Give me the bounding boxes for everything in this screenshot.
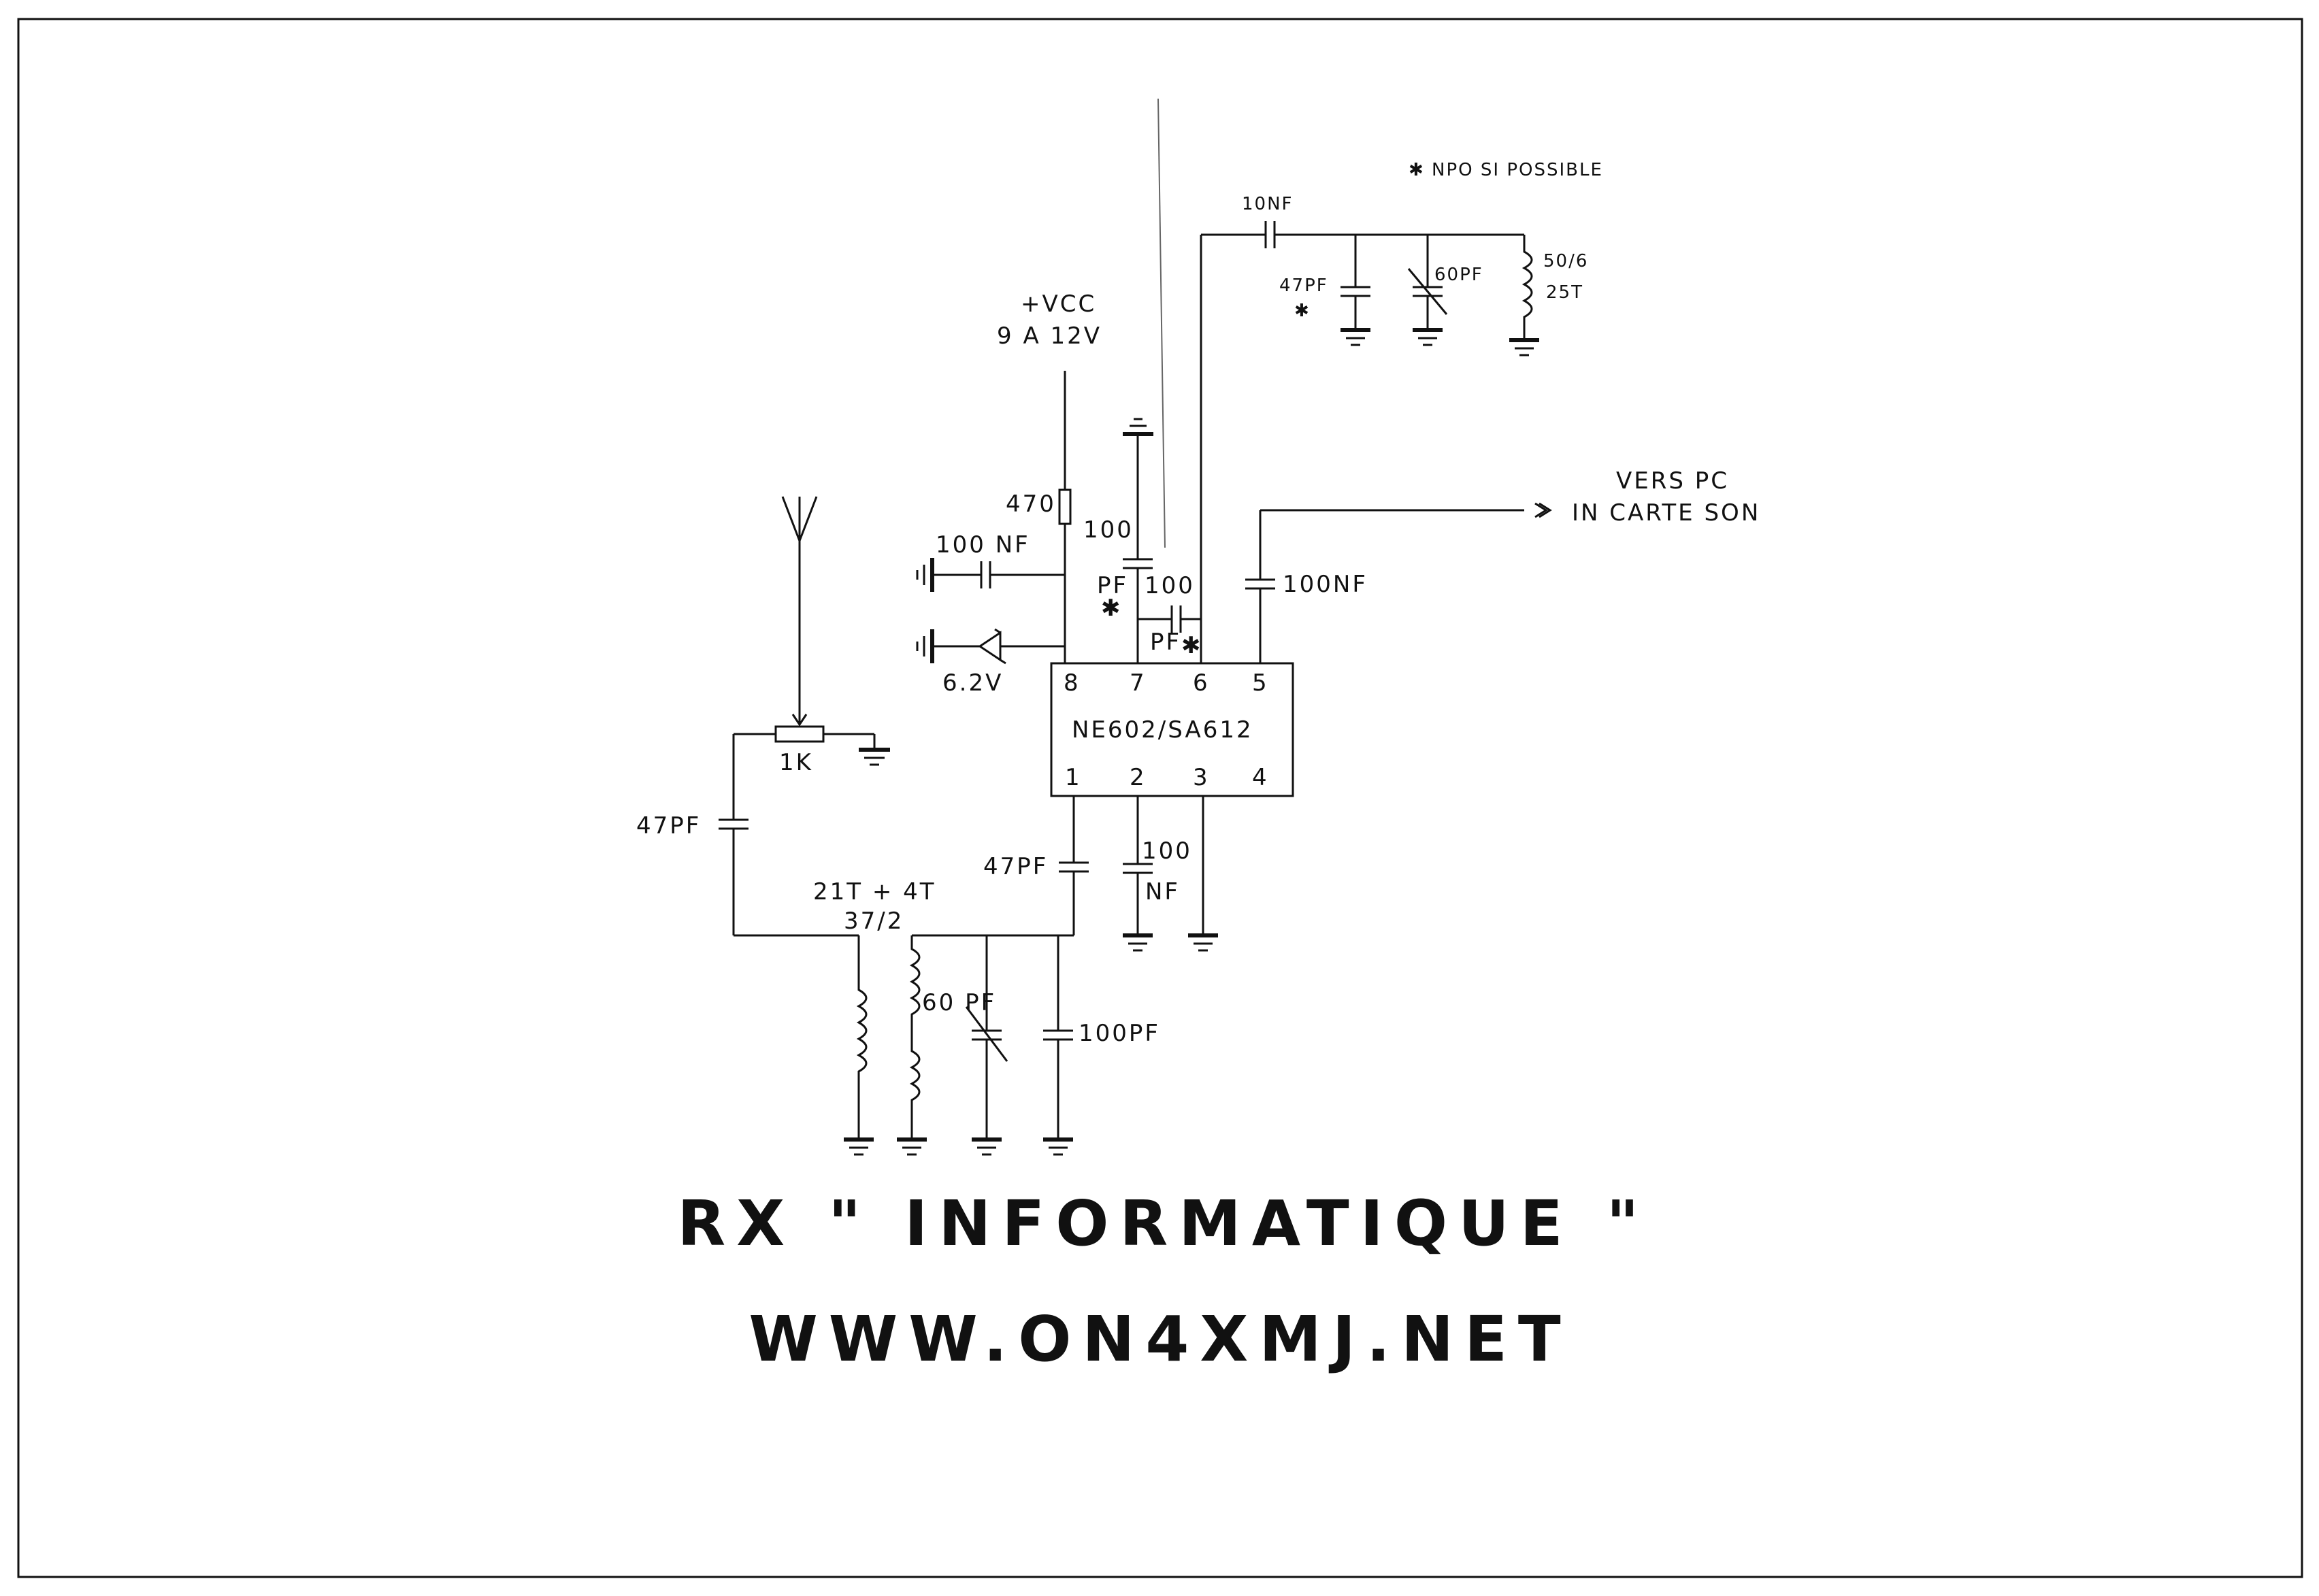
osc-coil: [1522, 235, 1533, 340]
zener-label: 6.2V: [942, 669, 1003, 697]
c60pf-in-arrow: [965, 1006, 1008, 1062]
osc-coil-label-b: 25T: [1546, 282, 1583, 303]
c47pf-ant-label: 47PF: [636, 812, 701, 839]
ic-pin-6: 6: [1193, 669, 1208, 697]
supply-voltage: 9 A 12V: [997, 322, 1102, 350]
antenna-stub-line: [1157, 98, 1166, 548]
c60pf-tank-arrow: [1407, 268, 1448, 315]
output-arrow: [1534, 502, 1548, 518]
c100-pin2-label: 100: [1142, 837, 1192, 865]
input-coil-label-b: 37/2: [844, 908, 904, 935]
star-b-label: ✱: [1181, 632, 1203, 659]
c47pf-in-label: 47PF: [983, 853, 1048, 880]
zener-diode: [978, 631, 1002, 662]
pf-b-label: PF: [1150, 629, 1181, 656]
ic-pin-3: 3: [1193, 764, 1208, 791]
input-coil-secondary: [909, 935, 921, 1140]
c100pf-in-label: 100PF: [1079, 1020, 1160, 1047]
output-label-2: IN CARTE SON: [1572, 499, 1760, 527]
c60pf-in-label: 60 PF: [922, 989, 996, 1016]
input-coil-primary: [856, 935, 868, 1140]
osc-coil-label-a: 50/6: [1543, 251, 1588, 271]
resistor-470-label: 470: [1006, 491, 1056, 518]
pot-label: 1K: [779, 749, 813, 776]
ic-pin-7: 7: [1130, 669, 1145, 697]
pf-a-label: PF: [1097, 572, 1128, 599]
input-coil-label-a: 21T + 4T: [813, 878, 936, 905]
ic-pin-1: 1: [1065, 764, 1080, 791]
website-url: WWW.ON4XMJ.NET: [749, 1303, 1571, 1376]
resistor-470: [1058, 488, 1072, 525]
ic-pin-5: 5: [1252, 669, 1267, 697]
c60pf-tank-label: 60PF: [1434, 265, 1483, 285]
npo-note: ✱ NPO SI POSSIBLE: [1409, 160, 1603, 180]
nf-pin2-label: NF: [1145, 878, 1180, 905]
page-border: [17, 18, 2303, 1578]
c10nf-label: 10NF: [1242, 194, 1294, 214]
ic-name: NE602/SA612: [1072, 716, 1253, 744]
schematic-title: RX " INFORMATIQUE ": [677, 1187, 1649, 1260]
c100nf-left-label: 100 NF: [936, 531, 1030, 559]
zener-bar: [994, 628, 1006, 665]
c100-mid-label: 100: [1145, 572, 1195, 599]
star-a-label: ✱: [1101, 595, 1123, 622]
pot-wiper-arrow: [791, 714, 808, 727]
pot-1k: [774, 725, 825, 743]
ic-pin-2: 2: [1130, 764, 1145, 791]
ic-body: [1050, 662, 1294, 797]
supply-label: +VCC: [1021, 290, 1096, 318]
output-label-1: VERS PC: [1616, 467, 1729, 495]
c100-top-label: 100: [1083, 516, 1134, 544]
c47pf-tank-label: 47PF: [1279, 276, 1328, 296]
output-arrow-2: [1539, 502, 1552, 518]
c100nf-out-label: 100NF: [1283, 571, 1368, 598]
ic-pin-8: 8: [1064, 669, 1079, 697]
ic-pin-4: 4: [1252, 764, 1267, 791]
star-tank-label: ✱: [1294, 301, 1311, 321]
